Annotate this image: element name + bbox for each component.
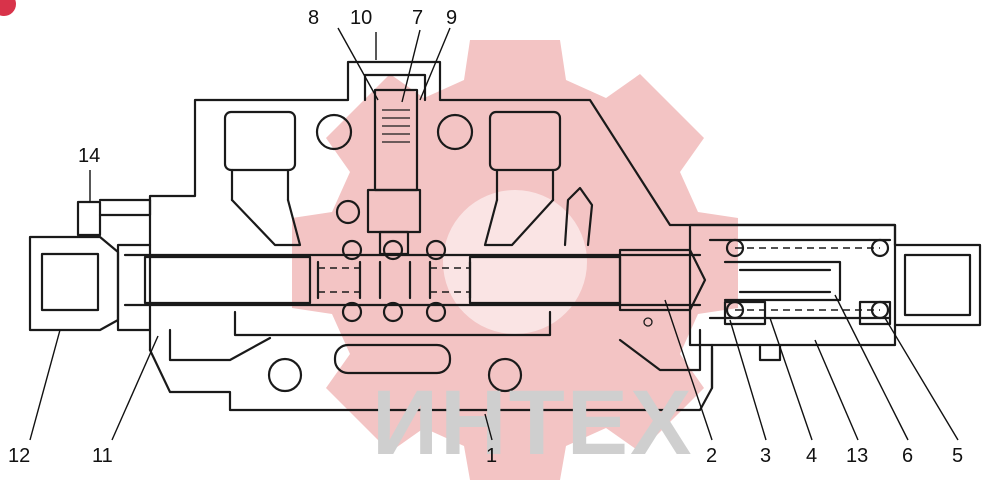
callout-6: 6 <box>902 445 913 467</box>
callout-13: 13 <box>846 445 868 467</box>
return-spring <box>708 238 892 326</box>
leader-lines <box>29 27 959 441</box>
callout-labels: 1 2 3 4 13 6 5 8 10 7 9 14 11 12 <box>8 7 963 467</box>
lower-passages <box>168 310 702 393</box>
watermark-text: ИНТЕХ <box>372 372 694 474</box>
callout-11: 11 <box>92 445 113 467</box>
upper-ports <box>223 110 594 247</box>
valve-body <box>28 60 982 412</box>
corner-badge-icon <box>0 0 16 16</box>
callout-3: 3 <box>760 445 771 467</box>
callout-8: 8 <box>308 7 319 29</box>
callout-2: 2 <box>706 445 717 467</box>
watermark-gear-hole <box>443 190 587 334</box>
callout-7: 7 <box>412 7 423 29</box>
callout-5: 5 <box>952 445 963 467</box>
callout-9: 9 <box>446 7 457 29</box>
main-spool <box>123 239 707 327</box>
callout-10: 10 <box>350 7 372 29</box>
callout-4: 4 <box>806 445 817 467</box>
callout-1: 1 <box>486 445 497 467</box>
callout-12: 12 <box>8 445 30 467</box>
callout-14: 14 <box>78 145 100 167</box>
